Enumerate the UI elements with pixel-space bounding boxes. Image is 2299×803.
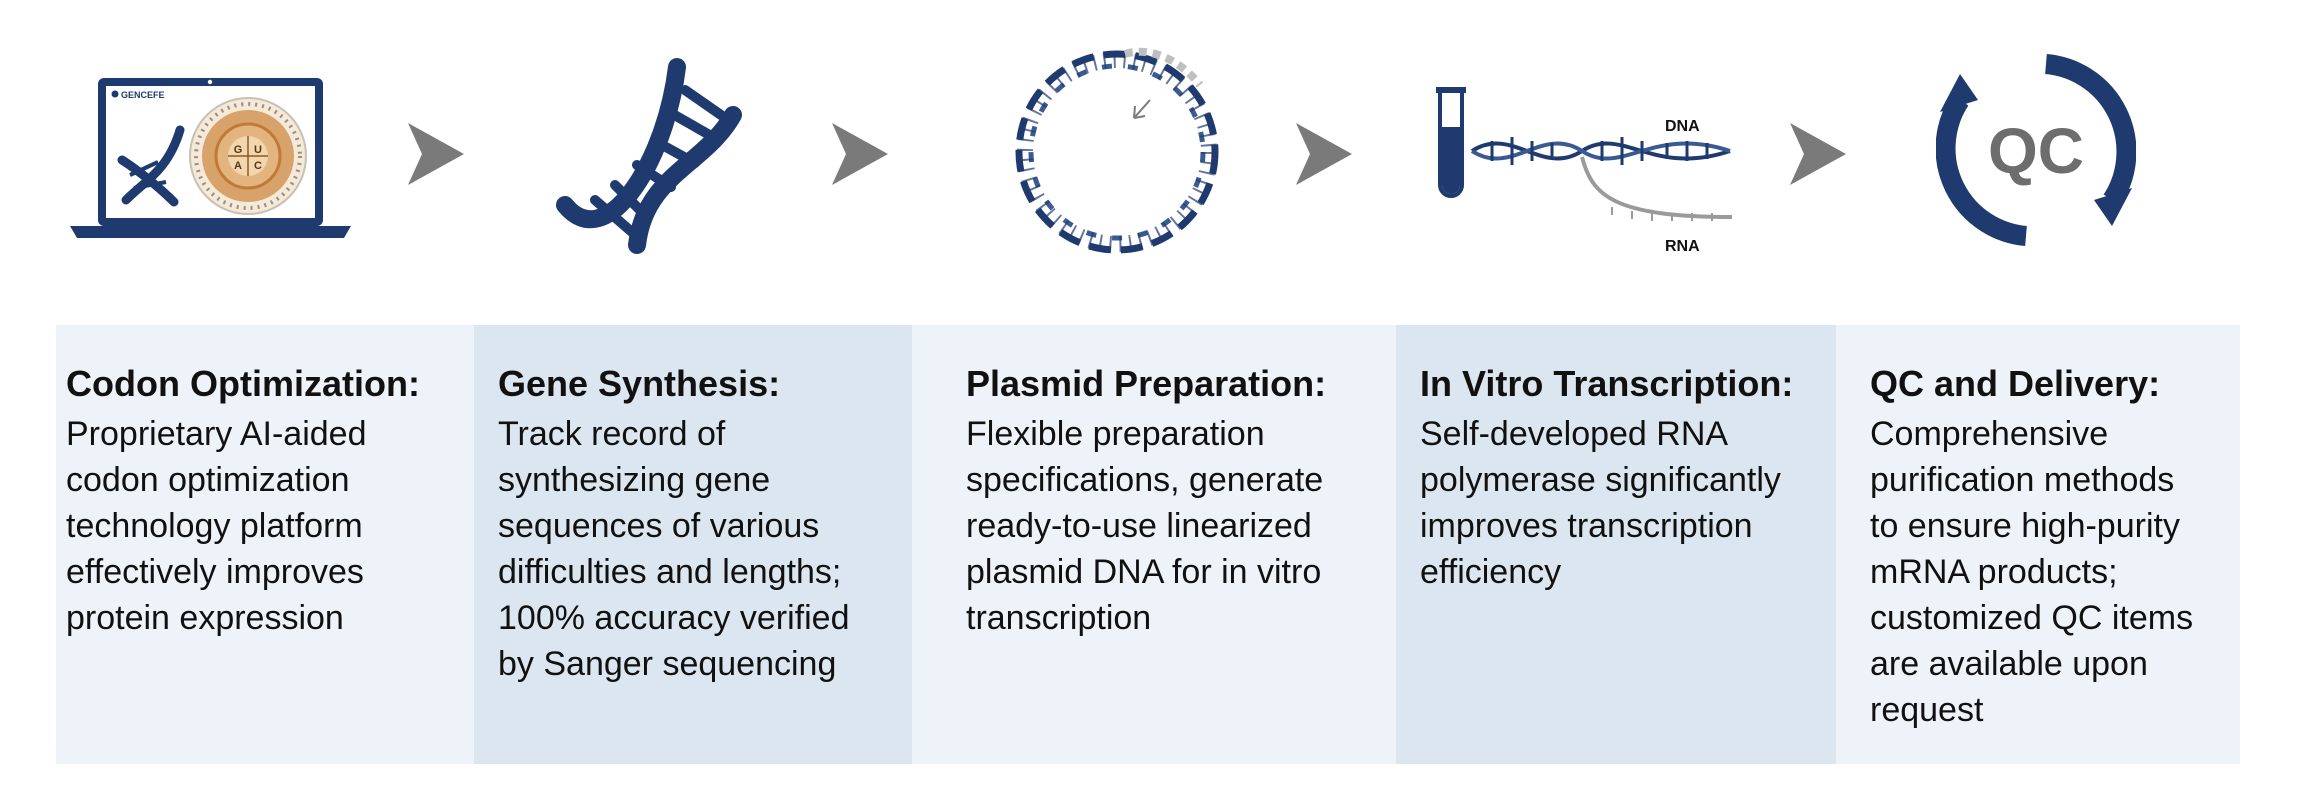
wheel-letter-g: G (234, 144, 243, 156)
laptop-codon-wheel-icon: GENCEFE G U A C (70, 78, 351, 238)
step-line: Flexible preparation (966, 415, 1265, 453)
arrow-right-icon (1296, 123, 1352, 185)
step-line: Track record of (498, 415, 726, 453)
arrow-right-icon (408, 123, 464, 185)
step-line: plasmid DNA for in vitro (966, 553, 1322, 591)
step-line: Comprehensive (1870, 415, 2109, 453)
step-line: effectively improves (66, 553, 364, 591)
step-panel-qc-and-delivery: QC and Delivery: Comprehensive purificat… (1836, 325, 2240, 764)
step-line: request (1870, 691, 1984, 729)
step-line: protein expression (66, 599, 344, 637)
step-line: efficiency (1420, 553, 1562, 591)
wheel-letter-c: C (254, 160, 262, 172)
step-line: specifications, generate (966, 461, 1324, 499)
step-panel-plasmid-preparation: Plasmid Preparation: Flexible preparatio… (912, 325, 1396, 764)
arrow-right-icon (832, 123, 888, 185)
step-panel-in-vitro-transcription: In Vitro Transcription: Self-developed R… (1396, 325, 1836, 764)
step-line: improves transcription (1420, 507, 1753, 545)
step-line: ready-to-use linearized (966, 507, 1312, 545)
arrow-right-icon (1790, 123, 1846, 185)
circular-plasmid-icon (1015, 47, 1219, 254)
test-tube-dna-rna-icon: DNA RNA (1436, 87, 1733, 255)
step-panel-codon-optimization: Codon Optimization: Proprietary AI-aided… (56, 325, 474, 764)
step-title: Codon Optimization: (66, 363, 420, 404)
step-line: customized QC items (1870, 599, 2194, 637)
step-line: mRNA products; (1870, 553, 2118, 591)
qc-label: QC (1988, 115, 2084, 187)
laptop-brand-label: GENCEFE (121, 90, 165, 100)
step-panel-gene-synthesis: Gene Synthesis: Track record of synthesi… (474, 325, 912, 764)
wheel-letter-a: A (234, 160, 242, 172)
step-line: codon optimization (66, 461, 350, 499)
step-title: In Vitro Transcription: (1420, 363, 1794, 404)
dna-label: DNA (1665, 118, 1700, 135)
step-line: difficulties and lengths; (498, 553, 842, 591)
step-line: transcription (966, 599, 1152, 637)
step-line: 100% accuracy verified (498, 599, 850, 637)
dna-double-helix-icon (556, 58, 742, 254)
step-line: polymerase significantly (1420, 461, 1781, 499)
wheel-letter-u: U (254, 144, 262, 156)
step-line: Proprietary AI-aided (66, 415, 367, 453)
step-line: sequences of various (498, 507, 820, 545)
step-line: are available upon (1870, 645, 2148, 683)
step-line: technology platform (66, 507, 363, 545)
step-line: synthesizing gene (498, 461, 771, 499)
step-line: by Sanger sequencing (498, 645, 837, 683)
qc-cycle-icon: QC (1936, 54, 2136, 246)
step-title: Gene Synthesis: (498, 363, 781, 404)
step-line: purification methods (1870, 461, 2175, 499)
step-title: QC and Delivery: (1870, 363, 2161, 404)
step-title: Plasmid Preparation: (966, 363, 1327, 404)
step-line: Self-developed RNA (1420, 415, 1729, 453)
step-line: to ensure high-purity (1870, 507, 2180, 545)
rna-label: RNA (1665, 238, 1700, 255)
